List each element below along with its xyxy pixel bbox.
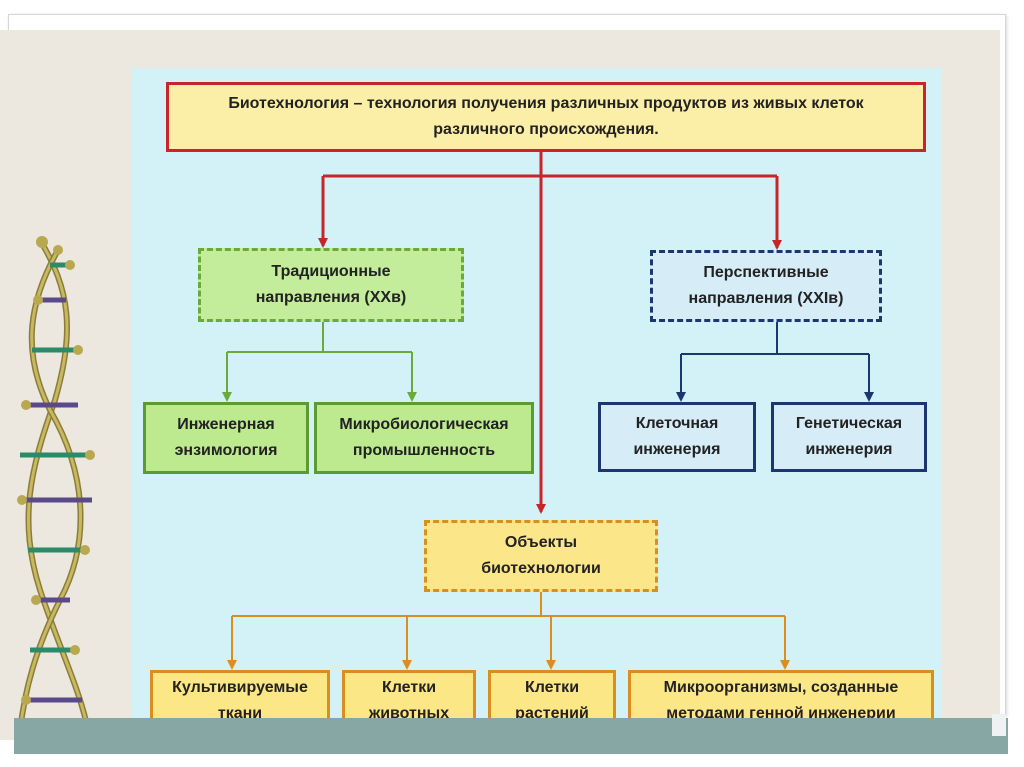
cell-engineering-box: Клеточная инженерия [598, 402, 756, 472]
cultured-tissues-text: Культивируемые ткани [172, 679, 308, 722]
cell-engineering-text: Клеточная инженерия [633, 415, 721, 458]
bottom-corner [992, 714, 1006, 736]
engineering-enzymology-box: Инженерная энзимология [143, 402, 309, 474]
definition-box: Биотехнология – технология получения раз… [166, 82, 926, 152]
diagram-panel [132, 68, 942, 730]
microbiological-industry-box: Микробиологическая промышленность [314, 402, 534, 474]
genetic-engineering-box: Генетическая инженерия [771, 402, 927, 472]
traditional-directions-box: Традиционные направления (XXв) [198, 248, 464, 322]
definition-text: Биотехнология – технология получения раз… [228, 95, 864, 138]
biotech-objects-box: Объекты биотехнологии [424, 520, 658, 592]
engineering-enzymology-text: Инженерная энзимология [174, 416, 278, 459]
perspective-directions-text: Перспективные направления (XXIв) [688, 264, 844, 307]
animal-cells-text: Клетки животных [368, 679, 450, 722]
microbiological-industry-text: Микробиологическая промышленность [339, 416, 509, 459]
bottom-band [14, 718, 1008, 754]
biotech-objects-text: Объекты биотехнологии [481, 534, 601, 577]
dna-helix-icon [17, 236, 95, 731]
traditional-directions-text: Традиционные направления (XXв) [255, 263, 407, 306]
microorganisms-text: Микроорганизмы, созданные методами генно… [663, 679, 899, 722]
plant-cells-text: Клетки растений [515, 679, 589, 722]
perspective-directions-box: Перспективные направления (XXIв) [650, 250, 882, 322]
genetic-engineering-text: Генетическая инженерия [795, 415, 903, 458]
